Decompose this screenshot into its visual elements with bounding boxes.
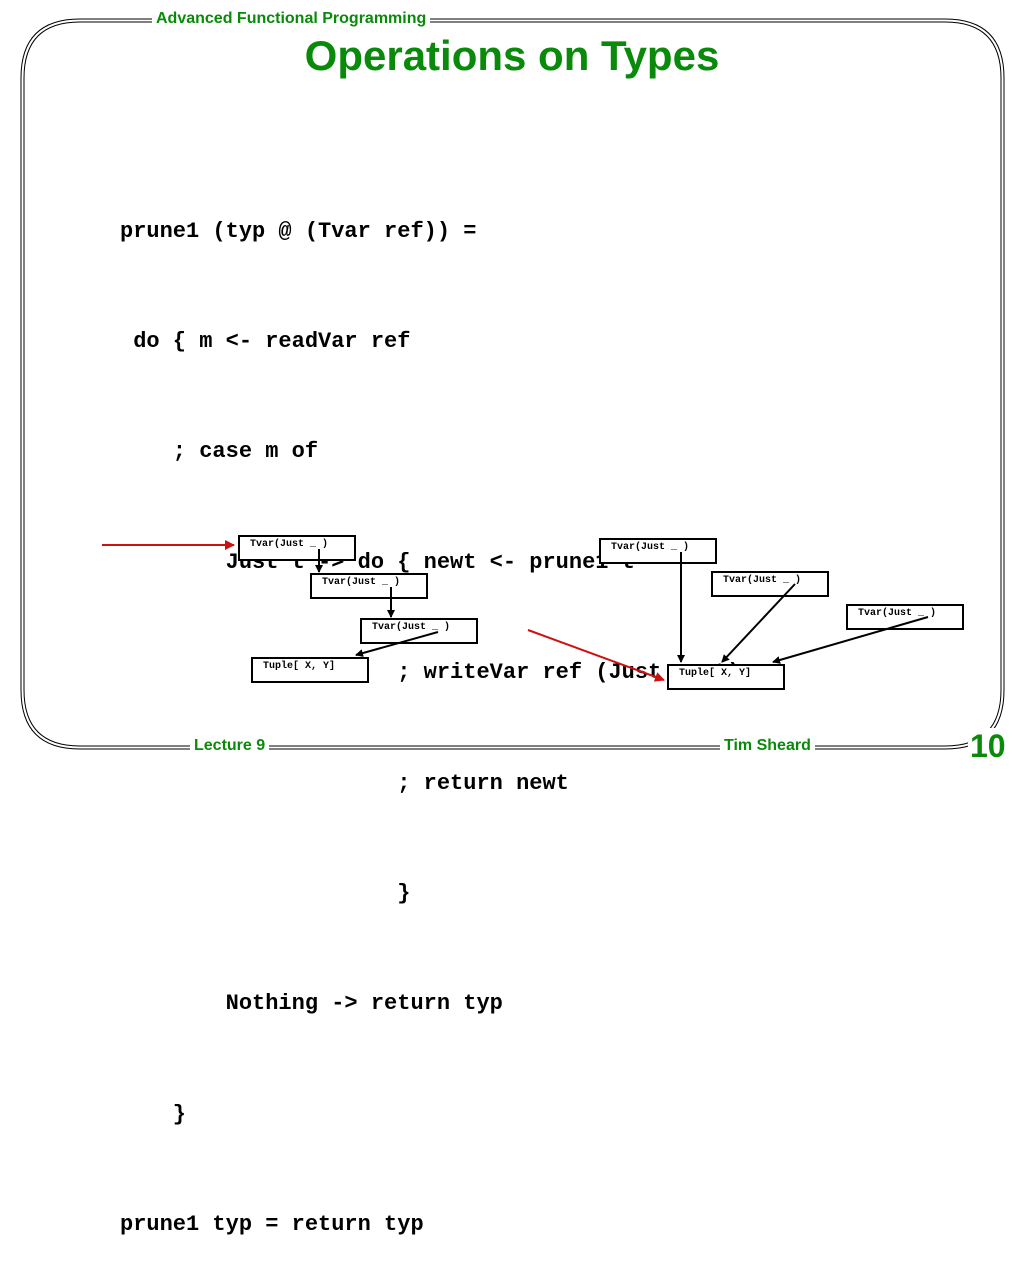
code-line: } <box>120 880 411 906</box>
code-line: } <box>120 1101 187 1127</box>
right-node-tuple: Tuple[ X, Y] <box>667 664 785 690</box>
code-line: ; case m of <box>120 439 319 465</box>
page-title: Operations on Types <box>304 32 720 79</box>
code-line: ; return newt <box>120 770 569 796</box>
left-node-tvar-3: Tvar(Just _ ) <box>360 618 478 644</box>
pointer-diagram <box>102 540 929 682</box>
slide-frame <box>20 18 1005 750</box>
footer-author: Tim Sheard <box>720 737 815 755</box>
code-line: prune1 typ = return typ <box>120 1212 424 1238</box>
left-node-tuple: Tuple[ X, Y] <box>251 657 369 683</box>
right-link-3 <box>772 616 929 664</box>
code-line: prune1 (typ @ (Tvar ref)) = <box>120 218 477 244</box>
left-link-3 <box>355 631 439 657</box>
page-number: 10 <box>968 728 1008 765</box>
right-node-tvar-2: Tvar(Just _ ) <box>711 571 829 597</box>
code-line: Nothing -> return typ <box>120 991 503 1017</box>
right-node-tvar-3: Tvar(Just _ ) <box>846 604 964 630</box>
footer-lecture: Lecture 9 <box>190 737 270 755</box>
right-link-2 <box>721 583 796 663</box>
course-header: Advanced Functional Programming <box>152 10 431 28</box>
left-node-tvar-2: Tvar(Just _ ) <box>310 573 428 599</box>
right-entry-arrow <box>527 629 665 682</box>
code-line: do { m <- readVar ref <box>120 328 411 354</box>
right-node-tvar-1: Tvar(Just _ ) <box>599 538 717 564</box>
left-node-tvar-1: Tvar(Just _ ) <box>238 535 356 561</box>
